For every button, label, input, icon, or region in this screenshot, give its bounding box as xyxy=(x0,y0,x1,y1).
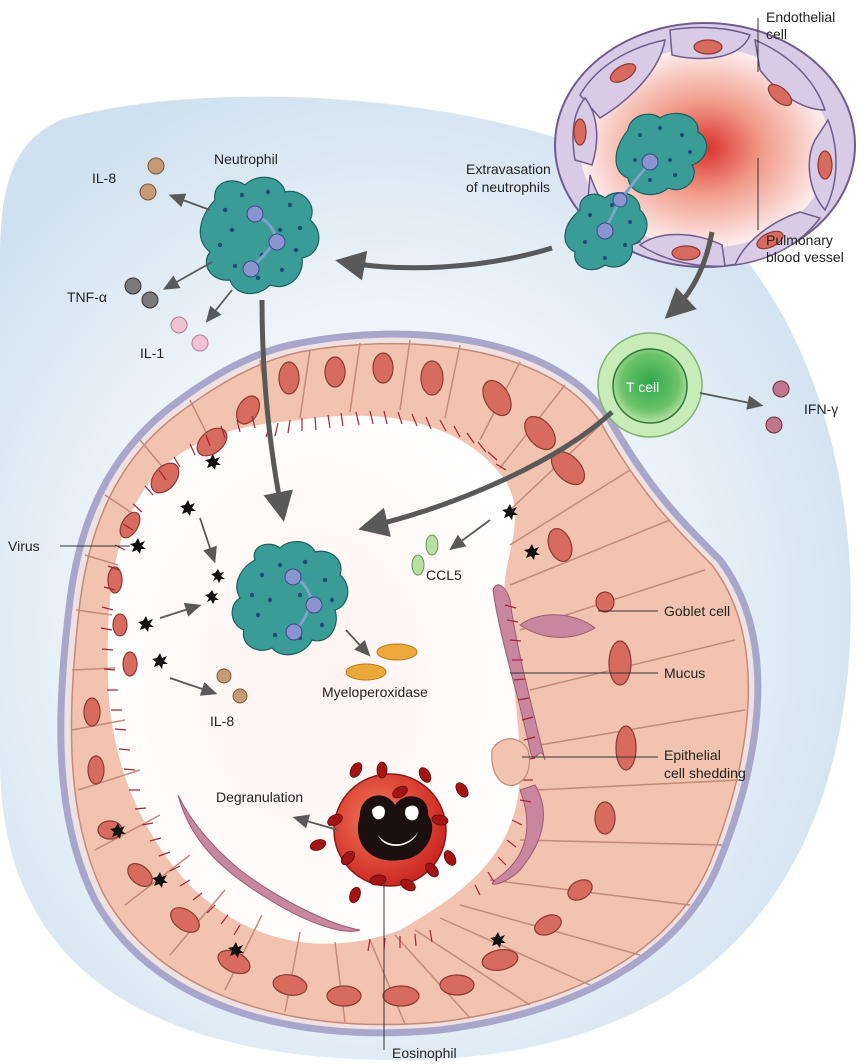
endothelial-cell-label-line2: cell xyxy=(766,26,787,42)
degranulation-label: Degranulation xyxy=(216,789,303,805)
extravasation-label-line1: Extravasation xyxy=(466,161,551,177)
myeloperoxidase-label: Myeloperoxidase xyxy=(322,684,428,700)
endothelial-cell-label-line1: Endothelial xyxy=(766,9,835,25)
tnf-alpha-label: TNF-α xyxy=(67,289,107,305)
il8-bottom-label: IL-8 xyxy=(210,713,234,729)
eosinophil-label: Eosinophil xyxy=(392,1045,457,1061)
il8-top-label: IL-8 xyxy=(92,170,116,186)
ifn-gamma-label: IFN-γ xyxy=(804,401,838,417)
pulmonary-vessel-label-line2: blood vessel xyxy=(766,249,844,265)
virus-label: Virus xyxy=(8,538,40,554)
goblet-cell-label: Goblet cell xyxy=(664,603,730,619)
epithelial-shedding-label-line1: Epithelial xyxy=(664,747,721,763)
t-cell-label: T cell xyxy=(626,379,659,395)
neutrophil-label: Neutrophil xyxy=(214,151,278,167)
mucus-label: Mucus xyxy=(664,665,705,681)
extravasation-label-line2: of neutrophils xyxy=(466,179,550,195)
ccl5-label: CCL5 xyxy=(426,567,462,583)
epithelial-shedding-label-line2: cell shedding xyxy=(664,765,746,781)
pulmonary-vessel-label-line1: Pulmonary xyxy=(766,232,833,248)
il1-label: IL-1 xyxy=(140,345,164,361)
